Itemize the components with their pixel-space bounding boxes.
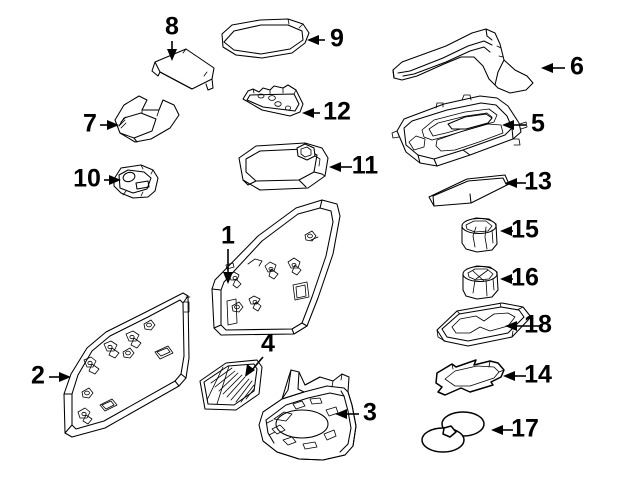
callout-8-label: 8 (165, 13, 179, 41)
part-11-console-storage-tray-bin (238, 142, 329, 191)
callout-2: 2 (31, 362, 71, 390)
callout-1: 1 (221, 222, 235, 284)
part-7-shifter-boot-retainer-bezel (114, 95, 180, 143)
part-13-console-storage-mat-pad (428, 174, 510, 207)
callout-5-label: 5 (531, 110, 545, 138)
callout-5: 5 (502, 110, 545, 138)
callout-8: 8 (165, 13, 179, 61)
callout-16: 16 (500, 264, 539, 292)
part-17-cup-holder-rubber-mat (421, 411, 485, 453)
callout-15-label: 15 (511, 216, 539, 244)
callout-4: 4 (245, 330, 275, 377)
part-2-console-side-trim-panel-left (63, 292, 191, 438)
callout-18-label: 18 (524, 311, 552, 339)
part-10-console-switch-bracket (113, 164, 159, 199)
callout-4-label: 4 (261, 330, 275, 358)
part-15-cup-holder-insert-tall (461, 217, 498, 253)
part-12-console-mounting-bracket (242, 84, 304, 117)
callout-14: 14 (503, 361, 552, 389)
callout-18: 18 (505, 311, 552, 339)
callout-15: 15 (500, 216, 539, 244)
part-4-console-floor-mat-ribbed (199, 359, 263, 411)
callout-6-label: 6 (570, 53, 584, 81)
callout-3-label: 3 (363, 399, 377, 427)
callout-2-label: 2 (31, 362, 45, 390)
callout-1-label: 1 (221, 222, 235, 250)
callout-12: 12 (302, 98, 351, 126)
part-18-cup-holder-tray-bezel (436, 302, 532, 347)
callout-10: 10 (73, 165, 121, 193)
callout-13-label: 13 (524, 168, 552, 196)
part-5-console-upper-trim-bezel (391, 94, 528, 167)
callout-17-label: 17 (511, 415, 539, 443)
callout-6: 6 (541, 53, 584, 81)
part-8-console-small-cover-lid (151, 48, 215, 91)
callout-10-label: 10 (73, 165, 101, 193)
callout-9-label: 9 (330, 25, 344, 53)
part-9-armrest-lid-pad (221, 18, 310, 59)
callout-16-label: 16 (511, 264, 539, 292)
callout-9: 9 (307, 25, 344, 53)
callout-17: 17 (491, 415, 539, 443)
part-3-console-base-body (258, 369, 357, 461)
part-1-console-side-trim-panel-right (211, 199, 341, 336)
part-6-console-front-extension-panel (392, 28, 534, 94)
callout-3: 3 (335, 399, 377, 427)
callout-11-label: 11 (352, 152, 379, 180)
callout-14-label: 14 (524, 361, 552, 389)
callout-13: 13 (505, 168, 552, 196)
callout-12-label: 12 (323, 98, 351, 126)
part-14-cup-holder-retainer-frame (435, 359, 505, 396)
part-16-cup-holder-insert-short (462, 265, 499, 300)
callout-7: 7 (83, 110, 119, 138)
callout-7-label: 7 (83, 110, 97, 138)
callout-11: 11 (329, 152, 378, 180)
